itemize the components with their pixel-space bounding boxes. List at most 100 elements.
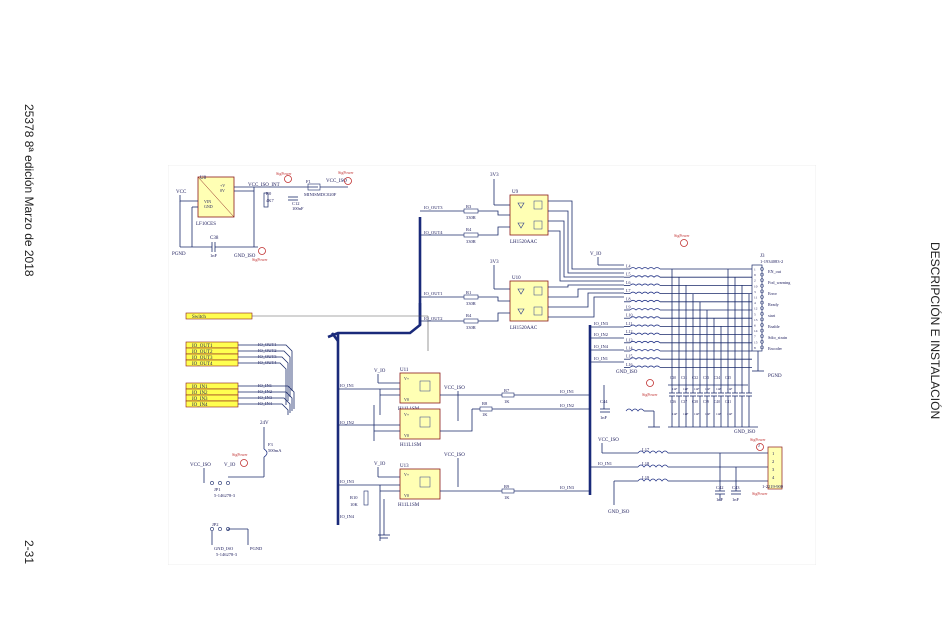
inductor-l8: L8 xyxy=(624,296,752,303)
j3-pin-number: 5 xyxy=(754,312,756,316)
svg-text:R9: R9 xyxy=(504,484,510,489)
svg-text:SigPower: SigPower xyxy=(674,233,690,238)
svg-text:IO_OUT3: IO_OUT3 xyxy=(424,205,443,210)
cap-label: C32 xyxy=(692,376,698,380)
cap-label: C40 xyxy=(714,400,720,404)
inductor-l16: L16 xyxy=(624,362,752,368)
svg-text:+V: +V xyxy=(220,183,225,188)
j3-pin-number: 7 xyxy=(754,335,756,339)
svg-text:V+: V+ xyxy=(404,376,410,381)
cap-label: C39 xyxy=(703,400,709,404)
svg-text:4K7: 4K7 xyxy=(266,198,274,203)
u10-chip xyxy=(509,280,549,322)
svg-text:C12: C12 xyxy=(292,201,300,206)
svg-text:IO_IN1: IO_IN1 xyxy=(258,383,272,388)
svg-text:LH1520AAC: LH1520AAC xyxy=(510,326,538,331)
svg-text:0V: 0V xyxy=(220,188,225,193)
cap-value: 1nF xyxy=(727,412,732,416)
j3-pin-number: 14 xyxy=(754,329,758,333)
connector-j3: J3 1-1934083-2 192103114125136147158EN_o… xyxy=(751,254,791,379)
svg-text:V0: V0 xyxy=(404,493,409,498)
svg-text:IO_OUT1: IO_OUT1 xyxy=(258,342,277,347)
j3-signal-label: EN_out xyxy=(768,269,782,274)
svg-text:330R: 330R xyxy=(466,301,476,306)
inductor-label: L8 xyxy=(626,296,630,301)
inductor-l7: L7 xyxy=(624,288,752,295)
schematic-diagram: U8 LF10CES VIN GND +V 0V VCC PGND C38 1n… xyxy=(168,165,816,565)
cap-value: 1nF xyxy=(683,412,688,416)
u8-part: LF10CES xyxy=(196,222,216,227)
svg-text:SigPower: SigPower xyxy=(252,257,268,262)
svg-text:V_IO: V_IO xyxy=(374,369,386,374)
svg-text:F1: F1 xyxy=(306,179,311,184)
inductor-label: L16 xyxy=(626,362,632,367)
svg-text:IO_IN1: IO_IN1 xyxy=(340,383,354,388)
svg-text:SigPower: SigPower xyxy=(276,171,292,176)
inductor-l11: L11 xyxy=(624,321,752,327)
svg-text:U10: U10 xyxy=(512,276,521,281)
page-number: 2-31 xyxy=(22,540,36,565)
svg-text:IO_OUT1: IO_OUT1 xyxy=(192,344,213,349)
j3-pin-number: 15 xyxy=(754,340,758,344)
svg-text:IO_IN3: IO_IN3 xyxy=(340,479,355,484)
svg-text:1K: 1K xyxy=(504,495,510,500)
svg-text:IO_IN4: IO_IN4 xyxy=(258,401,273,406)
svg-text:V+: V+ xyxy=(404,412,410,417)
j3-pin-number: 12 xyxy=(754,307,758,311)
svg-text:MINISMDC020F: MINISMDC020F xyxy=(304,192,337,197)
j3-pin-number: 2 xyxy=(754,279,756,283)
svg-text:3V3: 3V3 xyxy=(490,260,499,265)
opto-u10: 3V3 U10 LH1520AAC IO_OUT1 IO_OUT2 R1 330… xyxy=(420,260,549,331)
svg-text:VCC_ISO: VCC_ISO xyxy=(326,179,347,184)
j3-pin xyxy=(760,328,764,333)
svg-text:JP2: JP2 xyxy=(212,522,219,527)
inductor-l5: L5 xyxy=(624,272,752,278)
cap-label: C30 xyxy=(670,376,676,380)
j3-pin-number: 10 xyxy=(754,284,758,288)
edition-footer: 25378 8ª edición Marzo de 2018 xyxy=(22,104,36,277)
inductor-label: L14 xyxy=(626,346,632,351)
vcc-label: VCC xyxy=(176,190,187,195)
cap-value: 1nF xyxy=(727,387,732,391)
svg-text:IO_IN4: IO_IN4 xyxy=(192,403,208,408)
svg-text:IO_IN2: IO_IN2 xyxy=(192,391,208,396)
svg-text:H11L1SM: H11L1SM xyxy=(398,503,420,508)
opto-u9: 3V3 U9 LH1520AAC IO_OUT3 IO_OUT4 R3 330R… xyxy=(420,173,549,245)
inductor-array: V_IO SigPower IO_IN3 IO_IN2 IO_IN4 IO_IN… xyxy=(590,233,752,397)
j3-signal-label: Enable xyxy=(768,324,780,329)
svg-text:IO_OUT3: IO_OUT3 xyxy=(192,356,213,361)
svg-text:V+: V+ xyxy=(404,472,410,477)
cap-value: 1nF xyxy=(716,412,721,416)
svg-text:Switch: Switch xyxy=(192,315,206,320)
j3-pin-number: 3 xyxy=(754,290,756,294)
inductor-l15: L15 xyxy=(624,354,752,360)
j3-signal-label: Fod_warning xyxy=(768,280,791,285)
j3-pin xyxy=(760,323,764,327)
j3-pin xyxy=(760,289,764,294)
svg-text:GND_ISO: GND_ISO xyxy=(214,546,234,551)
j3-pin xyxy=(760,339,764,344)
svg-text:V_IO: V_IO xyxy=(224,463,236,468)
u9-chip xyxy=(509,194,549,236)
cap-label: C36 xyxy=(670,400,676,404)
cap-value: 1nF xyxy=(694,412,699,416)
j3-pin xyxy=(760,278,764,283)
j3-pin xyxy=(760,306,764,311)
cap-value: 1nF xyxy=(705,412,710,416)
svg-text:IO_IN1: IO_IN1 xyxy=(598,461,612,466)
svg-text:U11: U11 xyxy=(400,368,409,373)
svg-text:F3: F3 xyxy=(268,442,274,447)
inductor-l10: L10 xyxy=(624,313,752,319)
cap-value: 1nF xyxy=(694,387,699,391)
svg-text:100nF: 100nF xyxy=(292,206,304,211)
svg-text:R4: R4 xyxy=(466,227,472,232)
cap-value: 1nF xyxy=(672,387,677,391)
hierarchy-labels: Switch IO_OUT1 IO_OUT2 IO_OUT3 IO_OUT4 I… xyxy=(185,312,429,415)
opto-out-wiring xyxy=(548,200,624,318)
svg-text:U9: U9 xyxy=(512,190,519,195)
cap-label: C38 xyxy=(692,400,698,404)
svg-text:330R: 330R xyxy=(466,239,476,244)
svg-text:SigPower: SigPower xyxy=(642,392,658,397)
inductor-label: L7 xyxy=(626,288,630,293)
